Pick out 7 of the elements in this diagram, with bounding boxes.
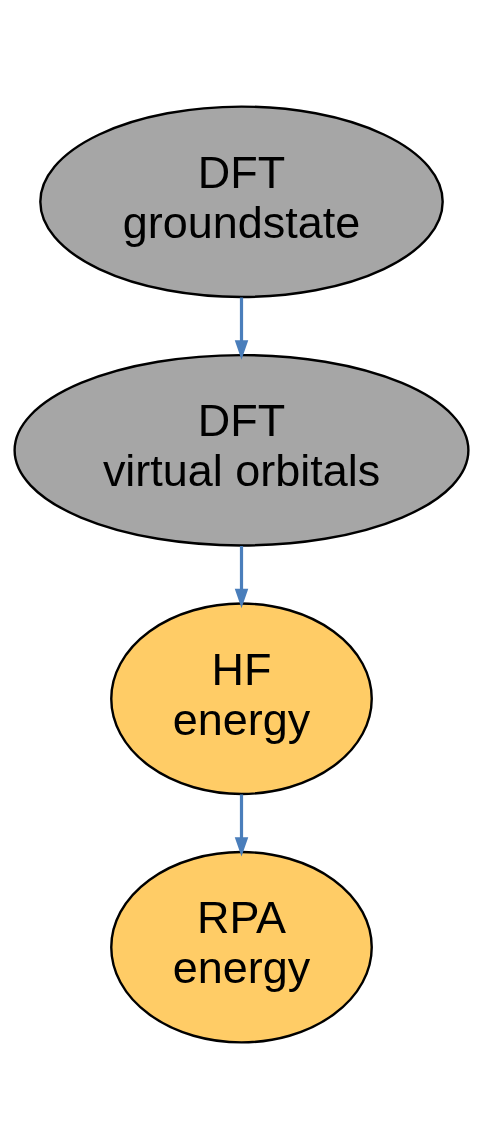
node-ellipse: HF energy — [110, 601, 373, 795]
node-ellipse: RPA energy — [110, 850, 373, 1044]
arrow — [234, 297, 249, 360]
arrow — [234, 545, 249, 608]
arrow — [234, 794, 249, 857]
node-ellipse: DFT groundstate — [39, 104, 444, 298]
node-ellipse: DFT virtual orbitals — [13, 353, 470, 547]
